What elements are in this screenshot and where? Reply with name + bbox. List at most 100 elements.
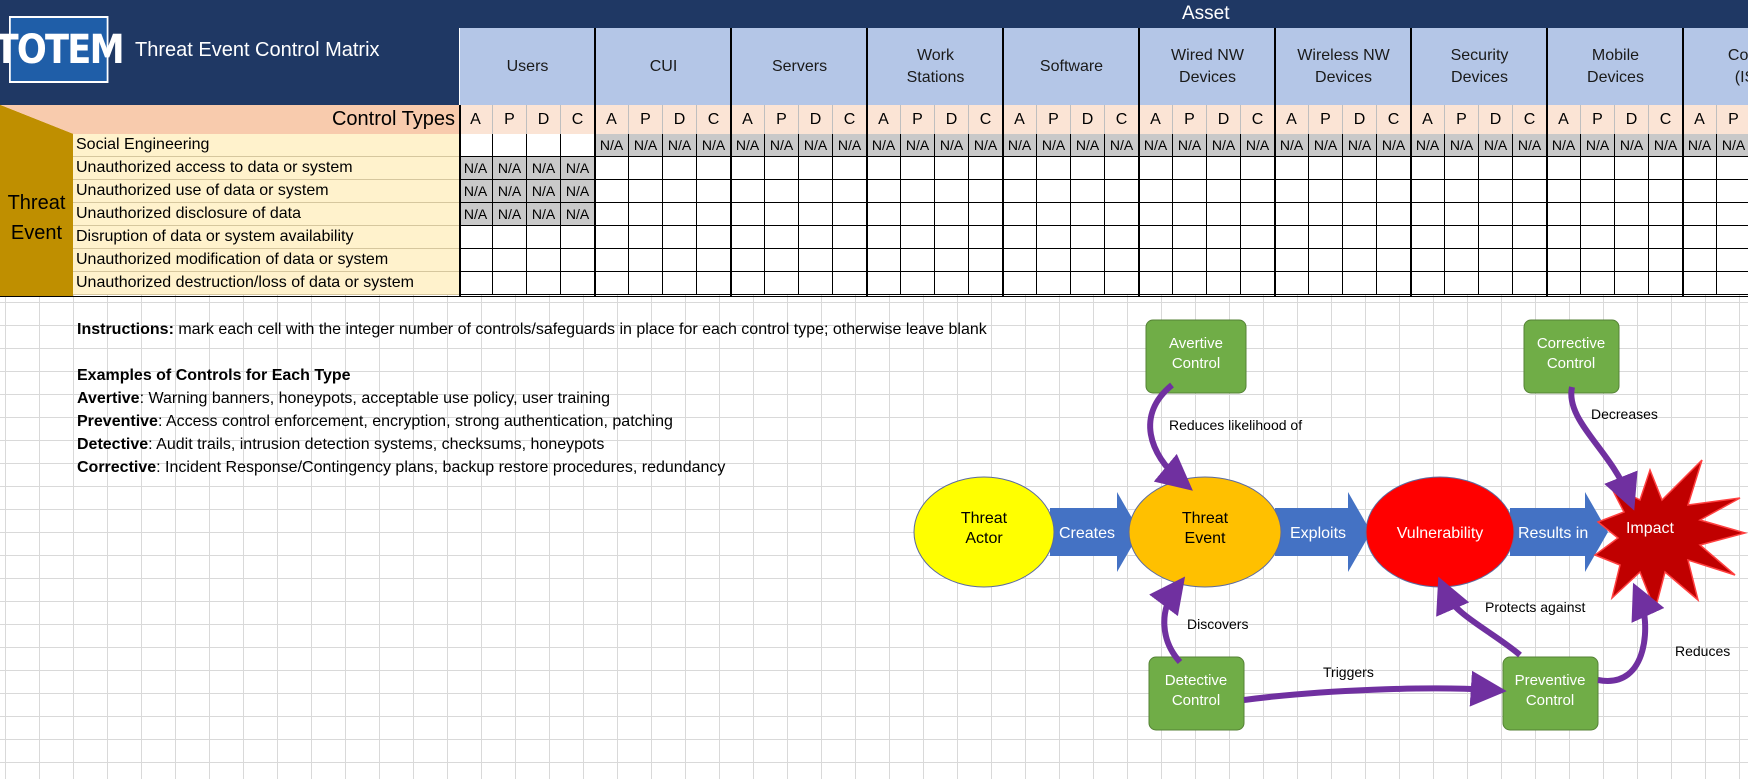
matrix-cell[interactable] — [595, 157, 629, 180]
matrix-cell[interactable] — [1343, 249, 1377, 272]
control-type-cell[interactable]: P — [1445, 105, 1479, 134]
na-cell[interactable]: N/A — [561, 157, 595, 180]
matrix-cell[interactable] — [1275, 180, 1309, 203]
matrix-cell[interactable] — [527, 226, 561, 249]
na-cell[interactable]: N/A — [459, 203, 493, 226]
matrix-cell[interactable] — [935, 249, 969, 272]
matrix-cell[interactable] — [1037, 157, 1071, 180]
matrix-cell[interactable] — [1683, 157, 1717, 180]
matrix-cell[interactable] — [799, 157, 833, 180]
na-cell[interactable]: N/A — [1309, 134, 1343, 157]
matrix-cell[interactable] — [1037, 272, 1071, 295]
na-cell[interactable]: N/A — [1377, 134, 1411, 157]
na-cell[interactable]: N/A — [1071, 134, 1105, 157]
matrix-cell[interactable] — [1139, 180, 1173, 203]
matrix-cell[interactable] — [1683, 180, 1717, 203]
matrix-cell[interactable] — [1275, 157, 1309, 180]
control-type-cell[interactable]: P — [1581, 105, 1615, 134]
matrix-cell[interactable] — [867, 226, 901, 249]
matrix-cell[interactable] — [1479, 272, 1513, 295]
matrix-cell[interactable] — [1003, 203, 1037, 226]
matrix-cell[interactable] — [1411, 272, 1445, 295]
matrix-cell[interactable] — [1173, 249, 1207, 272]
matrix-cell[interactable] — [1071, 203, 1105, 226]
matrix-cell[interactable] — [799, 203, 833, 226]
control-type-cell[interactable]: C — [1649, 105, 1683, 134]
matrix-cell[interactable] — [935, 226, 969, 249]
matrix-cell[interactable] — [1717, 249, 1748, 272]
matrix-cell[interactable] — [629, 180, 663, 203]
matrix-cell[interactable] — [1207, 157, 1241, 180]
matrix-cell[interactable] — [867, 180, 901, 203]
matrix-cell[interactable] — [1309, 203, 1343, 226]
control-type-cell[interactable]: D — [1615, 105, 1649, 134]
na-cell[interactable]: N/A — [867, 134, 901, 157]
threat-event-row-label[interactable]: Unauthorized use of data or system — [73, 180, 459, 203]
matrix-cell[interactable] — [663, 203, 697, 226]
na-cell[interactable]: N/A — [1003, 134, 1037, 157]
matrix-cell[interactable] — [459, 249, 493, 272]
na-cell[interactable]: N/A — [561, 180, 595, 203]
matrix-cell[interactable] — [1173, 157, 1207, 180]
matrix-cell[interactable] — [1343, 272, 1377, 295]
control-type-cell[interactable]: A — [1139, 105, 1173, 134]
matrix-cell[interactable] — [629, 249, 663, 272]
matrix-cell[interactable] — [935, 272, 969, 295]
matrix-cell[interactable] — [1207, 203, 1241, 226]
na-cell[interactable]: N/A — [1479, 134, 1513, 157]
matrix-cell[interactable] — [493, 249, 527, 272]
na-cell[interactable]: N/A — [1105, 134, 1139, 157]
matrix-cell[interactable] — [1003, 180, 1037, 203]
matrix-cell[interactable] — [731, 226, 765, 249]
na-cell[interactable]: N/A — [1581, 134, 1615, 157]
matrix-cell[interactable] — [1581, 180, 1615, 203]
control-type-cell[interactable]: D — [799, 105, 833, 134]
control-type-cell[interactable]: D — [1071, 105, 1105, 134]
na-cell[interactable]: N/A — [459, 157, 493, 180]
matrix-cell[interactable] — [1071, 157, 1105, 180]
matrix-cell[interactable] — [1275, 203, 1309, 226]
matrix-cell[interactable] — [663, 249, 697, 272]
example-avertive[interactable]: Avertive: Warning banners, honeypots, ac… — [77, 390, 610, 408]
matrix-cell[interactable] — [765, 203, 799, 226]
threat-event-row-label[interactable]: Social Engineering — [73, 134, 459, 157]
matrix-cell[interactable] — [1411, 157, 1445, 180]
control-type-cell[interactable]: P — [1717, 105, 1748, 134]
na-cell[interactable]: N/A — [561, 203, 595, 226]
asset-header[interactable]: Servers — [731, 28, 867, 105]
matrix-cell[interactable] — [731, 249, 765, 272]
na-cell[interactable]: N/A — [629, 134, 663, 157]
control-type-cell[interactable]: A — [1275, 105, 1309, 134]
matrix-cell[interactable] — [799, 272, 833, 295]
na-cell[interactable]: N/A — [799, 134, 833, 157]
na-cell[interactable]: N/A — [969, 134, 1003, 157]
matrix-cell[interactable] — [731, 157, 765, 180]
matrix-cell[interactable] — [1683, 272, 1717, 295]
na-cell[interactable]: N/A — [1343, 134, 1377, 157]
control-type-cell[interactable]: D — [663, 105, 697, 134]
matrix-cell[interactable] — [1003, 272, 1037, 295]
matrix-cell[interactable] — [527, 134, 561, 157]
matrix-cell[interactable] — [1275, 272, 1309, 295]
asset-header[interactable]: Wireless NW Devices — [1275, 28, 1411, 105]
matrix-cell[interactable] — [629, 226, 663, 249]
matrix-cell[interactable] — [629, 272, 663, 295]
matrix-cell[interactable] — [1071, 249, 1105, 272]
matrix-cell[interactable] — [1173, 226, 1207, 249]
control-type-cell[interactable]: D — [527, 105, 561, 134]
instructions-line[interactable]: Instructions: mark each cell with the in… — [77, 321, 987, 339]
control-type-cell[interactable]: C — [561, 105, 595, 134]
matrix-cell[interactable] — [765, 249, 799, 272]
matrix-cell[interactable] — [459, 226, 493, 249]
matrix-cell[interactable] — [731, 203, 765, 226]
matrix-cell[interactable] — [1071, 226, 1105, 249]
matrix-cell[interactable] — [901, 249, 935, 272]
matrix-cell[interactable] — [1411, 203, 1445, 226]
matrix-cell[interactable] — [1411, 249, 1445, 272]
na-cell[interactable]: N/A — [595, 134, 629, 157]
matrix-cell[interactable] — [1581, 226, 1615, 249]
matrix-cell[interactable] — [663, 226, 697, 249]
matrix-cell[interactable] — [1037, 180, 1071, 203]
matrix-cell[interactable] — [1717, 157, 1748, 180]
matrix-cell[interactable] — [1207, 226, 1241, 249]
